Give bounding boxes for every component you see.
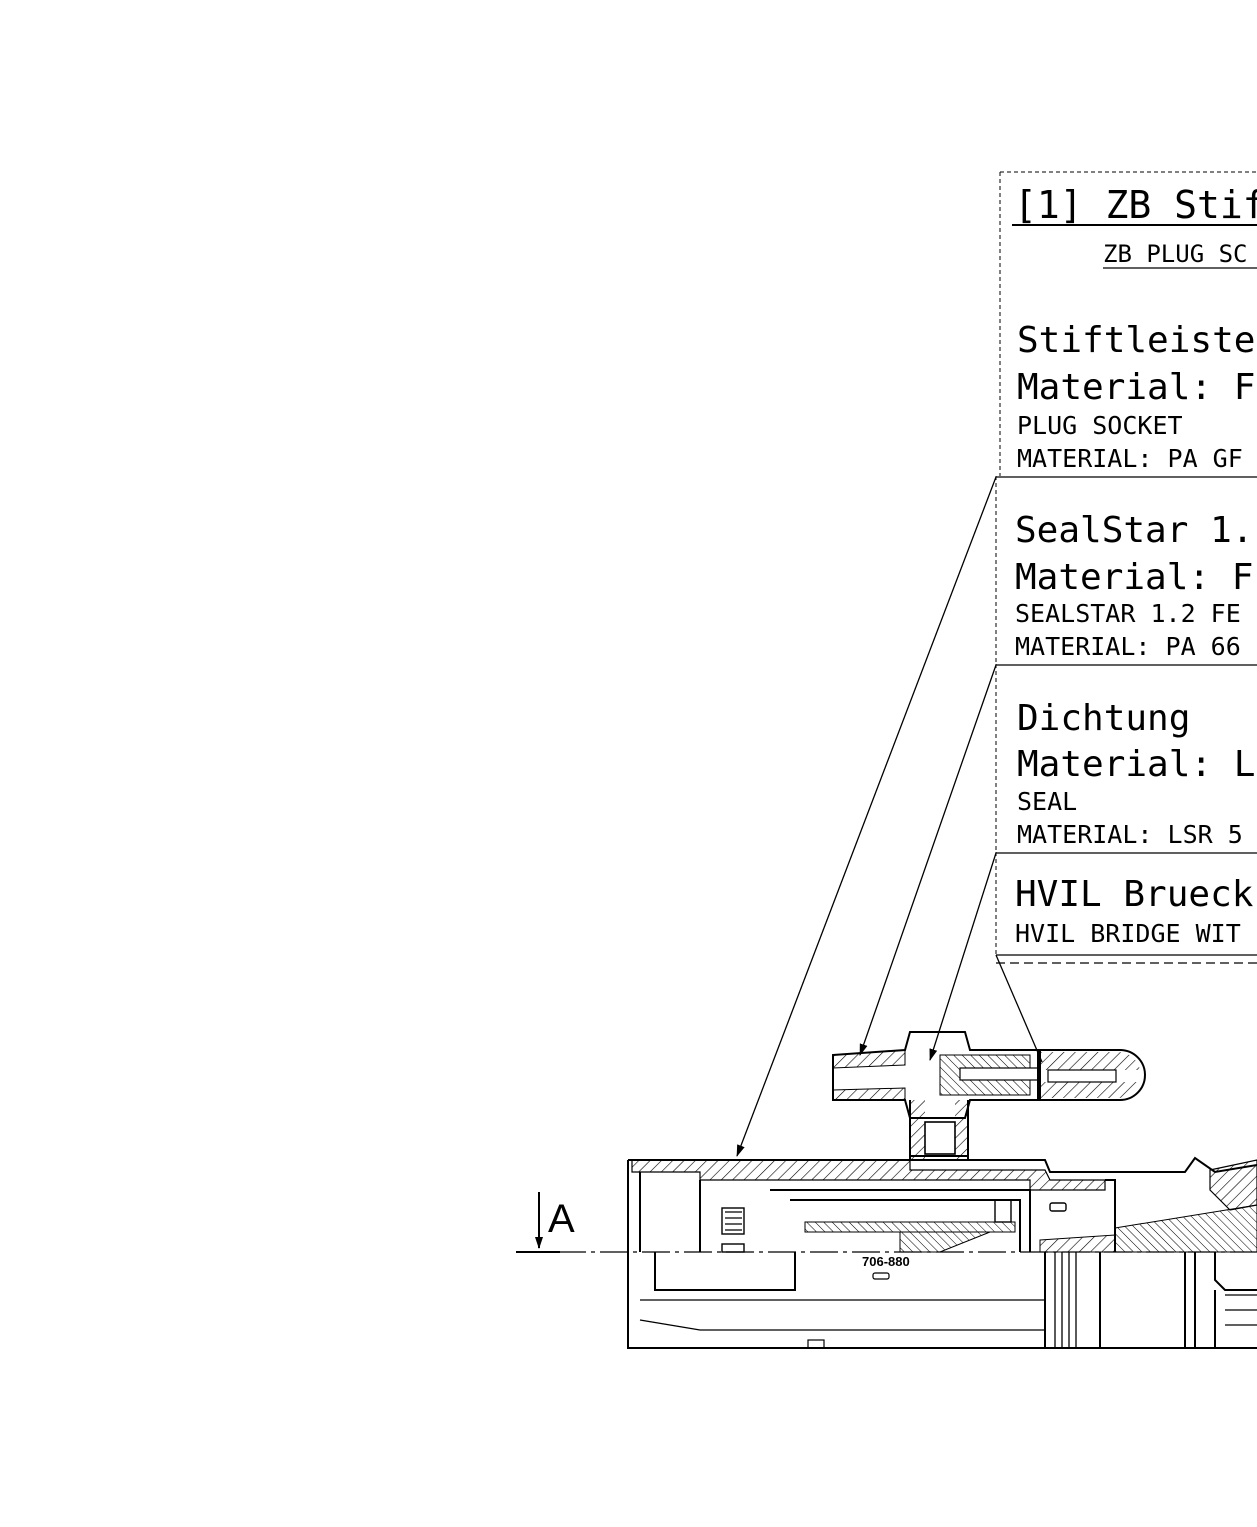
item-4-de-name: HVIL Brueck — [1015, 874, 1254, 915]
item-4-en-name: HVIL BRIDGE WIT — [1015, 919, 1241, 948]
hvil-bridge-assembly — [832, 1031, 1146, 1161]
item-2-en-material: MATERIAL: PA 66 — [1015, 632, 1241, 661]
item-3-en-name: SEAL — [1017, 787, 1077, 816]
item-2-de-name: SealStar 1. — [1015, 510, 1253, 551]
item-2-de-material: Material: F — [1015, 557, 1253, 598]
title-text: [1] ZB Stif — [1014, 183, 1257, 227]
section-line-a: A — [516, 1192, 1257, 1253]
callout-box — [995, 171, 1257, 964]
item-3-de-name: Dichtung — [1017, 698, 1190, 739]
leader-lines — [736, 476, 1043, 1157]
section-label: A — [548, 1197, 575, 1241]
item-1-en-name: PLUG SOCKET — [1017, 411, 1183, 440]
part-marking: 706-880 — [862, 1254, 910, 1269]
plug-socket-housing: 706-880 — [627, 1155, 1257, 1349]
item-1-de-material: Material: F — [1017, 367, 1255, 408]
item-1-de-name: Stiftleiste — [1017, 320, 1255, 361]
item-3-de-material: Material: L — [1017, 744, 1255, 785]
item-2-en-name: SEALSTAR 1.2 FE — [1015, 599, 1241, 628]
item-3-en-material: MATERIAL: LSR 5 — [1017, 820, 1243, 849]
item-1-en-material: MATERIAL: PA GF — [1017, 444, 1243, 473]
subtitle-text: ZB PLUG SC — [1103, 240, 1248, 268]
